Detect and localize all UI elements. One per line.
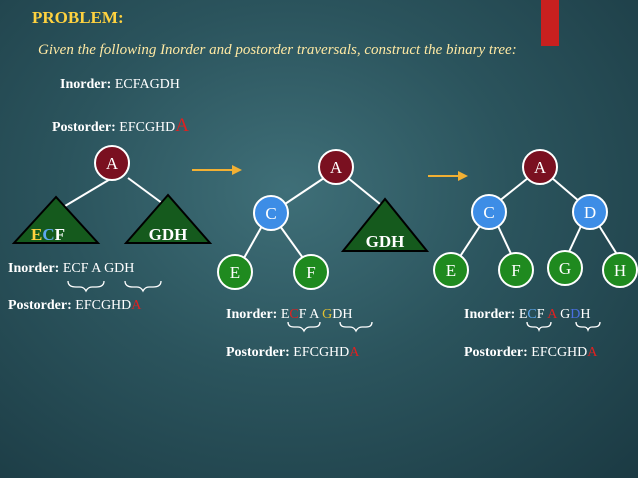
step1-postorder: Postorder: EFCGHDA (8, 298, 141, 314)
step2-brace-right (339, 321, 373, 333)
step3-inorder-label: Inorder: (464, 307, 516, 322)
step3-inorder: Inorder: ECF A GDH (464, 307, 590, 323)
step3-edge-root-c (497, 177, 529, 203)
given-inorder-value: ECFAGDH (114, 77, 180, 92)
step3-edge-d-h (597, 223, 619, 257)
step1-brace-right (124, 280, 162, 293)
given-postorder-label: Postorder: (52, 120, 116, 135)
step2-edge-root-gdh (347, 177, 381, 205)
step2-postorder-value: EFCGHD (293, 345, 350, 360)
step2-node-c-label: C (265, 204, 276, 223)
step2-node-f-label: F (306, 263, 315, 282)
step3-postorder: Postorder: EFCGHDA (464, 345, 597, 361)
step3-node-g (547, 250, 583, 286)
step1-postorder-root: A (131, 298, 142, 313)
given-inorder: Inorder: ECFAGDH (60, 77, 180, 93)
step2-node-f (293, 254, 329, 290)
given-postorder: Postorder: EFCGHDA (52, 115, 189, 137)
step3-node-e (433, 252, 469, 288)
step1-left-subtree-label: ECF (31, 225, 65, 244)
step3-edge-root-d (551, 177, 581, 203)
step3-node-e-label: E (446, 261, 456, 280)
given-postorder-root: A (175, 115, 190, 136)
step3-brace-left (526, 321, 552, 333)
step3-node-g-label: G (559, 259, 571, 278)
step3-node-c-label: C (483, 203, 494, 222)
step3-postorder-root: A (587, 345, 598, 360)
step2-edge-root-c (284, 177, 325, 205)
step3-inorder-value: ECF A GDH (518, 307, 591, 322)
step3-node-h-label: H (614, 261, 626, 280)
step3-edge-c-f (497, 225, 514, 259)
step2-inorder: Inorder: ECF A GDH (226, 307, 352, 323)
step2-postorder: Postorder: EFCGHDA (226, 345, 359, 361)
step1-brace-left (67, 280, 105, 293)
step3-edge-d-g (567, 223, 583, 255)
step2-node-e (217, 254, 253, 290)
step2-root-label: A (330, 158, 343, 177)
step3-tree: A C D E F G H (433, 149, 638, 288)
step3-postorder-label: Postorder: (464, 345, 528, 360)
step1-right-subtree (123, 193, 213, 244)
arrow-2 (428, 171, 468, 181)
step2-right-subtree-label: GDH (366, 232, 405, 251)
step1-edge-left (64, 177, 113, 207)
step1-root-node (94, 145, 130, 181)
step3-root-label: A (534, 158, 547, 177)
step2-right-subtree (340, 197, 430, 252)
step3-node-c (471, 194, 507, 230)
problem-statement: Given the following Inorder and postorde… (38, 42, 517, 58)
step2-edge-c-f (279, 225, 304, 259)
step1-right-subtree-label: GDH (149, 225, 188, 244)
step3-node-f (498, 252, 534, 288)
step3-brace-right (575, 321, 601, 333)
step2-edge-c-e (243, 225, 263, 259)
step2-postorder-root: A (349, 345, 360, 360)
step3-node-h (602, 252, 638, 288)
problem-title: PROBLEM: (32, 8, 124, 27)
step1-postorder-label: Postorder: (8, 298, 72, 313)
step2-root-node (318, 149, 354, 185)
step2-brace-left (287, 321, 321, 333)
step2-tree: A C E F GDH (217, 149, 430, 290)
given-postorder-value: EFCGHD (119, 120, 176, 135)
step3-node-f-label: F (511, 261, 520, 280)
step1-root-label: A (106, 154, 119, 173)
step1-edge-right (127, 177, 167, 207)
step2-postorder-label: Postorder: (226, 345, 290, 360)
step1-inorder-label: Inorder: (8, 261, 60, 276)
step1-inorder: Inorder: ECF A GDH (8, 261, 134, 277)
step3-root-node (522, 149, 558, 185)
step2-inorder-value: ECF A GDH (280, 307, 353, 322)
step3-edge-c-e (458, 225, 481, 259)
step3-node-d (572, 194, 608, 230)
step1-postorder-value: EFCGHD (75, 298, 132, 313)
step2-node-e-label: E (230, 263, 240, 282)
given-inorder-label: Inorder: (60, 77, 112, 92)
step3-postorder-value: EFCGHD (531, 345, 588, 360)
step1-left-subtree (11, 195, 101, 244)
accent-bar (541, 0, 559, 46)
braces (67, 280, 601, 333)
step3-node-d-label: D (584, 203, 596, 222)
step1-inorder-value: ECF A GDH (62, 261, 135, 276)
step1-tree: A ECF GDH (11, 145, 213, 244)
arrow-1 (192, 165, 242, 175)
step2-node-c (253, 195, 289, 231)
step2-inorder-label: Inorder: (226, 307, 278, 322)
